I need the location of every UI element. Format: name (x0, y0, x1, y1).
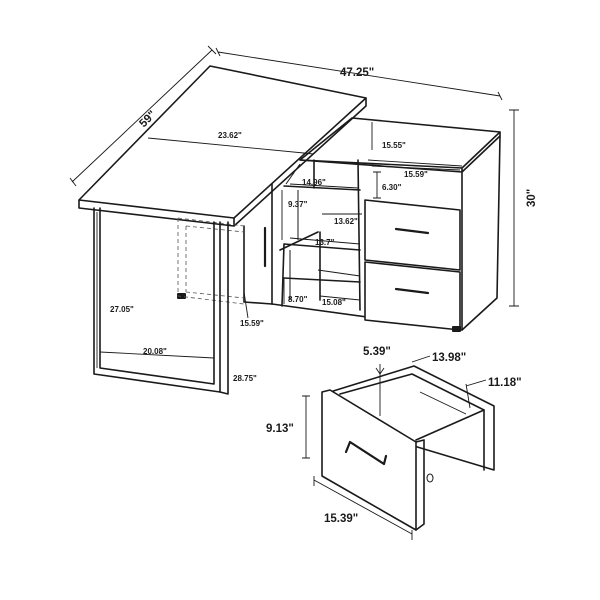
cabinet-right-side (461, 135, 501, 331)
dim-knee-height: 28.75" (233, 374, 257, 383)
cabinet-door (243, 225, 273, 305)
drawer-inner-top (339, 373, 485, 441)
dim-drawer-interior-depth: 11.18" (488, 377, 522, 389)
drawer-detail-drawing (302, 355, 495, 540)
cabinet-shelves (279, 159, 361, 307)
drawer-front-panel (321, 389, 417, 531)
dim-drawer-front-height: 13.62" (334, 217, 358, 226)
cabinet-foot-right (452, 326, 461, 332)
lower-drawer-handle (394, 287, 430, 295)
dim-drawer-height: 9.13" (266, 423, 294, 435)
desk-leg-back (219, 221, 229, 395)
cabinet-foot-left (177, 293, 186, 299)
dim-drawer-width: 15.39" (324, 513, 358, 525)
dimension-lines (69, 45, 519, 392)
desk-leg-frame (93, 207, 221, 393)
drawer-back (329, 365, 495, 471)
upper-drawer-front (364, 199, 461, 271)
upper-drawer-handle (394, 227, 430, 235)
lower-drawer-front (364, 261, 461, 331)
dim-cabinet-top-depth: 15.55" (382, 141, 406, 150)
dim-drawer-interior-width: 13.98" (432, 352, 466, 364)
drawer-slide-hole (426, 473, 434, 483)
dim-upper-open-height: 6.30" (382, 183, 402, 192)
dim-drawer-side-depth: 5.39" (363, 346, 391, 358)
dim-shelf-height-upper: 9.37" (288, 200, 308, 209)
dim-overall-width: 47.25" (340, 67, 374, 79)
cabinet-top-edge (461, 131, 501, 173)
door-interior (177, 217, 245, 305)
dim-shelf-width-middle: 13.7" (315, 238, 335, 247)
cabinet-inner-lines (285, 163, 361, 300)
dim-shelf-width-upper: 14.96" (302, 178, 326, 187)
desk-drawing (78, 65, 501, 395)
dim-shelf-height-lower: 8.70" (288, 295, 308, 304)
dim-leg-span: 20.08" (143, 347, 167, 356)
dim-top-width: 23.62" (218, 131, 242, 140)
drawer-detail-handle (344, 440, 388, 466)
dim-drawer-opening-width: 15.59" (404, 170, 428, 179)
dim-leg-height: 27.05" (110, 305, 134, 314)
drawer-front-thickness (415, 439, 425, 531)
dim-overall-height: 30" (526, 189, 538, 207)
dim-cabinet-depth-bottom: 15.59" (240, 319, 264, 328)
dim-shelf-width-lower: 15.08" (322, 298, 346, 307)
desk-top-edge (78, 97, 367, 227)
